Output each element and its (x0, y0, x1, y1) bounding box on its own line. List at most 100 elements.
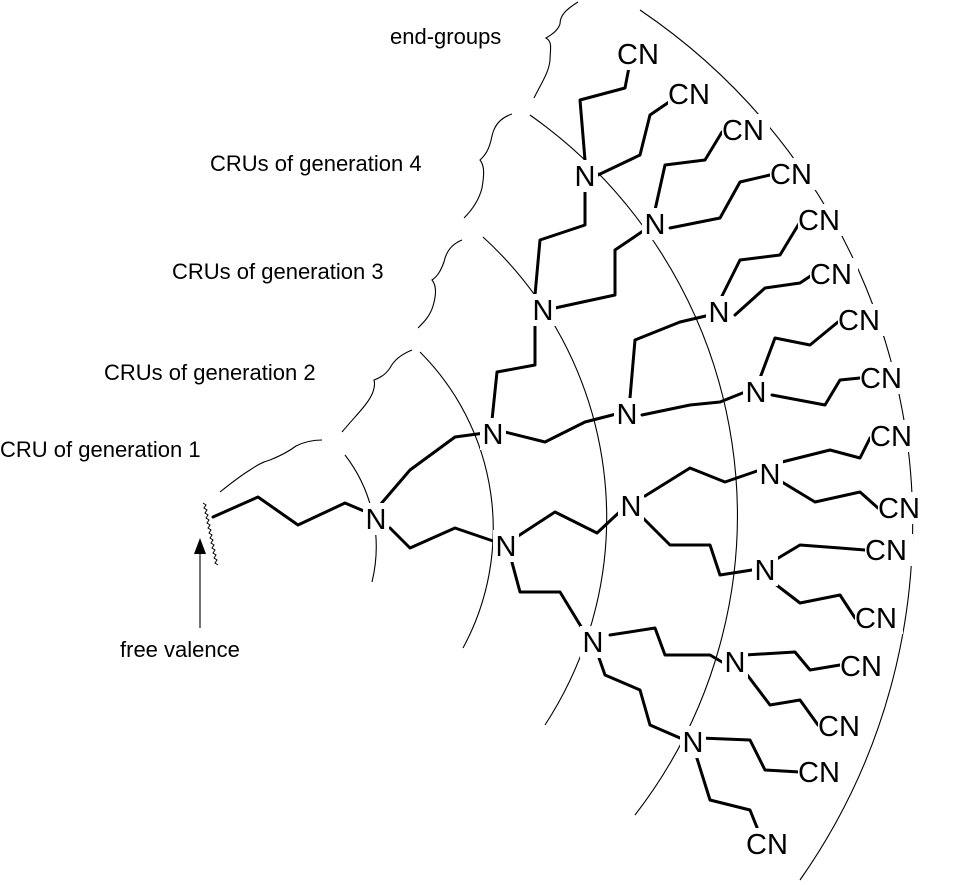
cn-label: CN (798, 205, 840, 237)
cn-end-group: CN (668, 78, 716, 111)
cn-label: CN (870, 421, 912, 453)
nitrogen-label: N (617, 399, 638, 431)
label-free-valence: free valence (120, 637, 240, 662)
cn-label: CN (746, 829, 788, 861)
bond-n3c-n4f (638, 513, 754, 577)
free-valence-wavy-bond (202, 502, 219, 566)
bond-n3a-n4a (533, 178, 587, 297)
cn-label: CN (722, 115, 764, 147)
bond-n3d-n4h (596, 653, 682, 740)
bond-n4b-cn4 (668, 173, 772, 230)
bond-skeleton (211, 60, 880, 837)
nitrogen-label: N (533, 295, 554, 327)
brace-gen2 (341, 349, 413, 433)
nitrogen-label: N (709, 297, 730, 329)
bond-n4g-cn13 (743, 650, 842, 672)
label-generation-4: CRUs of generation 4 (210, 151, 422, 176)
bond-n4d-cn8 (770, 376, 862, 407)
nitrogen-atom: N (618, 490, 644, 523)
bond-n4b-cn3 (653, 130, 724, 212)
bond-n4f-cn12 (768, 578, 857, 620)
cn-end-group: CN (878, 492, 926, 525)
bond-n4e-cn9 (780, 436, 872, 464)
nitrogen-label: N (645, 209, 666, 241)
brace-gen3 (417, 239, 463, 329)
nitrogen-atom: N (572, 160, 598, 193)
bond-n3b-n4d (640, 390, 747, 417)
nitrogen-atom: N (493, 530, 519, 563)
label-generation-3: CRUs of generation 3 (172, 259, 384, 284)
bond-n4e-cn10 (780, 480, 880, 510)
nitrogen-atom: N (530, 294, 556, 327)
cn-label: CN (838, 305, 880, 337)
bond-n4g-cn14 (743, 670, 820, 727)
bond-n4d-cn7 (758, 320, 840, 380)
nitrogen-label: N (496, 531, 517, 563)
cn-label: CN (810, 259, 852, 291)
cn-label: CN (617, 39, 659, 71)
nitrogen-label: N (583, 627, 604, 659)
bond-core-chain (211, 495, 380, 527)
bond-n3d-n4g (608, 626, 724, 664)
nitrogen-label: N (575, 161, 596, 193)
arc-generation-2 (419, 351, 494, 649)
cn-end-group: CN (798, 204, 846, 237)
cn-end-groups: CN CN CN CN CN CN CN CN CN CN CN CN CN C… (617, 38, 926, 861)
bond-n2b-n3d (508, 553, 590, 640)
cn-end-group: CN (870, 420, 918, 453)
cn-end-group: CN (840, 650, 888, 683)
brace-gen4 (463, 113, 513, 219)
label-generation-1: CRU of generation 1 (0, 437, 201, 462)
nitrogen-atom: N (580, 626, 606, 659)
cn-label: CN (860, 363, 902, 395)
labels: end-groups CRUs of generation 4 CRUs of … (0, 24, 501, 662)
arc-end-groups (639, 9, 914, 881)
bond-n4h-cn16 (693, 750, 762, 837)
cn-end-group: CN (746, 828, 794, 861)
generation-arcs (344, 9, 914, 881)
bond-n1-n2b (388, 526, 498, 550)
cn-end-group: CN (818, 710, 866, 743)
bond-n2b-n3c (510, 503, 629, 542)
cn-end-group: CN (617, 38, 665, 71)
nitrogen-label: N (725, 647, 746, 679)
nitrogen-atom: N (680, 726, 706, 759)
cn-label: CN (798, 757, 840, 789)
cn-end-group: CN (798, 756, 846, 789)
nitrogen-atom: N (722, 646, 748, 679)
cn-label: CN (840, 651, 882, 683)
cn-end-group: CN (722, 114, 770, 147)
bond-n4c-cn5 (718, 220, 802, 302)
cn-end-group: CN (810, 258, 858, 291)
free-valence-arrowhead (194, 538, 206, 554)
cn-label: CN (855, 603, 897, 635)
brace-gen1 (219, 439, 323, 493)
bond-n4a-cn2 (596, 98, 674, 177)
cn-label: CN (865, 535, 907, 567)
nitrogen-atom: N (706, 296, 732, 329)
bond-n4h-cn15 (698, 736, 802, 774)
nitrogen-label: N (483, 419, 504, 451)
label-end-groups: end-groups (390, 24, 501, 49)
arc-generation-4 (529, 114, 738, 816)
cn-end-group: CN (860, 362, 908, 395)
label-generation-2: CRUs of generation 2 (104, 360, 316, 385)
cn-label: CN (878, 493, 920, 525)
nitrogen-atom: N (363, 503, 389, 536)
nitrogen-label: N (366, 504, 387, 536)
bond-n4f-cn11 (773, 543, 867, 562)
bond-n4a-cn1 (578, 60, 632, 162)
nitrogen-atom: N (752, 554, 778, 587)
nitrogen-label: N (621, 491, 642, 523)
nitrogen-atom: N (480, 418, 506, 451)
cn-label: CN (818, 711, 860, 743)
bond-n3b-n4c (628, 313, 712, 400)
bond-n3c-n4e (643, 466, 762, 498)
cn-end-group: CN (838, 304, 886, 337)
cn-end-group: CN (865, 534, 913, 567)
bond-n4c-cn6 (733, 273, 814, 317)
bond-n2a-n3b (503, 410, 626, 444)
nitrogen-atoms: N N N N N N N N N N N N N N N (363, 160, 783, 759)
cn-label: CN (770, 159, 812, 191)
